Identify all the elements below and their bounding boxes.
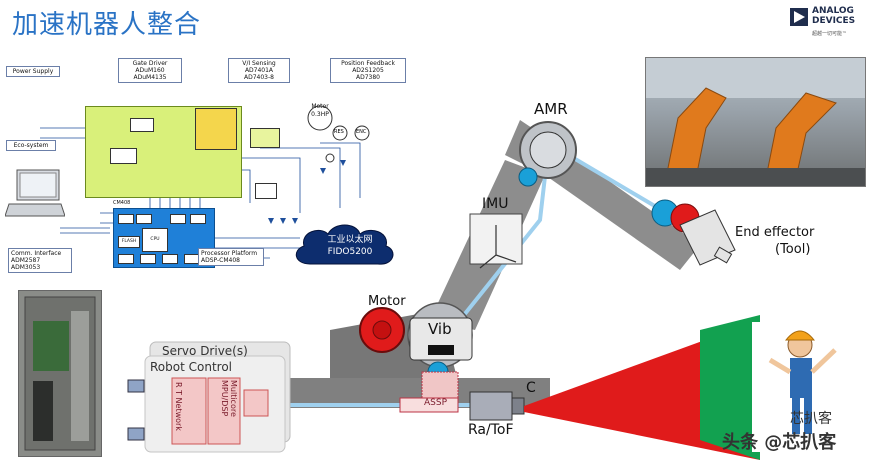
igbt-bridge-chip bbox=[195, 108, 237, 150]
system-block-diagram: Motor 0.3HP RES ENC CM408 FLASH CPU 工业以太… bbox=[0, 48, 440, 288]
io-chip-4 bbox=[190, 214, 206, 224]
ra-tof-sensor bbox=[469, 391, 513, 421]
callout-vi-sensing: V/I Sensing AD7401A AD7403-8 bbox=[228, 58, 290, 83]
worker-helmet-icon bbox=[784, 330, 816, 341]
tool-tip bbox=[713, 246, 733, 264]
amr-sensor-icon bbox=[529, 131, 567, 169]
io-chip-1 bbox=[118, 214, 134, 224]
power-stage-board bbox=[85, 106, 242, 198]
callout-gate-driver: Gate Driver ADuM160 ADuM4135 bbox=[118, 58, 182, 83]
control-io-block bbox=[243, 389, 269, 417]
detection-cone-green bbox=[700, 315, 760, 460]
port-icon-1 bbox=[127, 379, 145, 393]
motor-hub-icon bbox=[372, 320, 392, 340]
enc-label: ENC bbox=[356, 129, 367, 135]
assp-label: ASSP bbox=[424, 398, 448, 408]
cloud-text: 工业以太网 FIDO5200 bbox=[310, 234, 390, 258]
port-icon-2 bbox=[127, 427, 145, 441]
io-chip-2 bbox=[136, 214, 152, 224]
flash-chip: FLASH bbox=[118, 236, 140, 248]
cm408-label: CM408 bbox=[113, 200, 131, 206]
worker-body bbox=[790, 358, 812, 398]
industrial-ethernet-cloud bbox=[295, 224, 394, 265]
logo-tagline: 超越一切可能™ bbox=[812, 31, 848, 37]
assp-chip bbox=[399, 397, 459, 413]
worker-leg-left bbox=[792, 398, 800, 434]
worker-arms bbox=[768, 348, 837, 375]
signal-line-2 bbox=[558, 148, 672, 217]
rt-network-label: R T Network bbox=[174, 382, 183, 431]
io-chip-7 bbox=[162, 254, 178, 264]
gate-driver-chip bbox=[130, 118, 154, 132]
page-title: 加速机器人整合 bbox=[12, 10, 202, 40]
io-chip-3 bbox=[170, 214, 186, 224]
logo-line2: DEVICES bbox=[812, 16, 856, 26]
multicore-block bbox=[207, 377, 241, 445]
logo-triangle-icon bbox=[790, 8, 808, 26]
worker-leg-right bbox=[804, 398, 812, 434]
callout-position-feedback: Position Feedback AD2S1205 AD7380 bbox=[330, 58, 406, 83]
laptop-icon bbox=[4, 168, 66, 218]
feedback-chip bbox=[255, 183, 277, 199]
callout-comm-interface: Comm. Interface ADM2587 ADM3053 bbox=[8, 248, 72, 273]
motor-symbol: Motor 0.3HP bbox=[300, 103, 340, 133]
amr-blue-sensor bbox=[518, 167, 538, 187]
ra-tof-label: Ra/ToF bbox=[468, 422, 514, 438]
io-chip-5 bbox=[118, 254, 134, 264]
io-chip-6 bbox=[140, 254, 156, 264]
flash-label: FLASH bbox=[121, 239, 137, 244]
robot-control-label: Robot Control bbox=[150, 360, 232, 374]
cpu-label: CPU bbox=[150, 237, 160, 242]
ra-tof-lens bbox=[511, 397, 525, 415]
cloud-line2: FIDO5200 bbox=[327, 247, 373, 257]
watermark-caption: 头条 @芯扒客 bbox=[722, 432, 837, 453]
imu-axes-icon bbox=[479, 225, 517, 269]
end-effector-label: End effector bbox=[735, 225, 815, 240]
callout-power-supply: Power Supply bbox=[6, 66, 60, 77]
callout-eco-system: Eco-system bbox=[6, 140, 56, 151]
vib-label: Vib bbox=[428, 320, 452, 338]
servo-drives-label: Servo Drive(s) bbox=[162, 344, 248, 358]
sensing-chip bbox=[250, 128, 280, 148]
motor-label-arm: Motor bbox=[368, 294, 406, 309]
rt-network-block bbox=[171, 377, 207, 445]
pfc-chip bbox=[110, 148, 137, 164]
cpu-chip: CPU bbox=[142, 228, 168, 252]
cloud-line1: 工业以太网 bbox=[327, 235, 373, 245]
res-label: RES bbox=[334, 129, 344, 135]
watermark-mark: 芯扒客 bbox=[790, 411, 832, 427]
imu-label: IMU bbox=[482, 196, 509, 212]
motor-label: Motor bbox=[311, 103, 329, 110]
motor-sub-label: 0.3HP bbox=[311, 111, 329, 118]
multicore-label: Multicore MPU/DSP bbox=[220, 380, 238, 417]
vib-sensor-bar bbox=[428, 345, 454, 355]
tool-label: (Tool) bbox=[775, 242, 811, 257]
vib-sensor-box bbox=[409, 317, 473, 361]
servo-drive-photo bbox=[18, 290, 102, 457]
industrial-robots-photo bbox=[645, 57, 866, 187]
logo-line1: ANALOG bbox=[812, 6, 854, 16]
amr-label: AMR bbox=[534, 100, 568, 118]
callout-processor-platform: Processor Platform ADSP-CM408 bbox=[198, 248, 264, 266]
c-label: C bbox=[526, 380, 536, 396]
